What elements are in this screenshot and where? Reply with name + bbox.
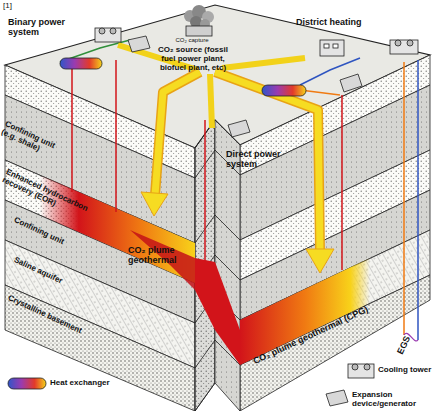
wells: [60, 40, 418, 341]
figure-ref: [1]: [3, 2, 23, 11]
plume-label: CO₂ plume geothermal: [128, 246, 200, 266]
legend-text: Cooling tower: [378, 366, 432, 375]
system-label: Binary power system: [8, 18, 93, 38]
right-front-strata: [240, 55, 430, 411]
co2-flow-arrows: [118, 45, 334, 273]
system-label: District heating: [296, 18, 381, 28]
legend-text: Expansion device/generator: [352, 391, 430, 409]
surface-equipment: [60, 28, 418, 137]
capture-label: CO₂ capture: [170, 37, 214, 44]
co2-source-plant: [184, 5, 214, 36]
system-label: Direct power system: [226, 150, 286, 170]
source-label: CO₂ source (fossil fuel power plant, bio…: [150, 46, 236, 72]
legend-icons: [8, 364, 374, 406]
method-label: EGS: [396, 330, 415, 356]
left-front-strata: [5, 65, 195, 411]
legend-text: Heat exchanger: [50, 379, 120, 388]
